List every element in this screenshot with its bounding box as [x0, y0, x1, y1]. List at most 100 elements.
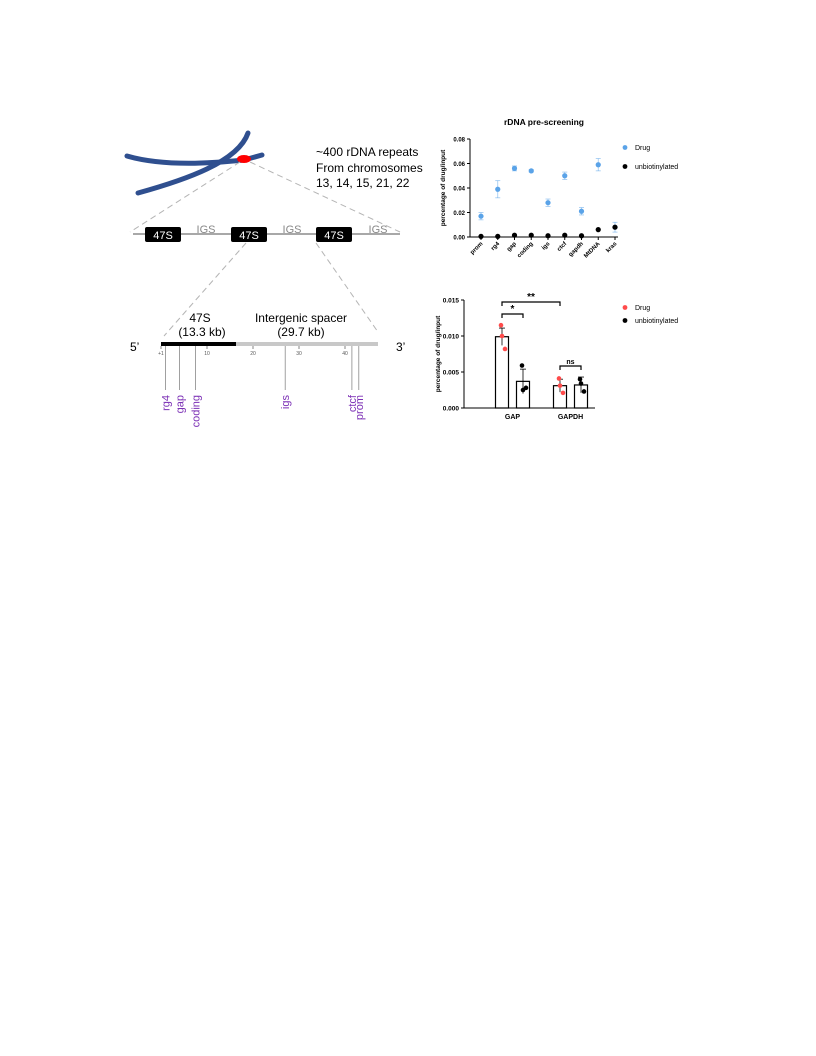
scale-tick-label: 10 — [204, 351, 210, 357]
point-unbiotinylated-rg4 — [495, 233, 501, 239]
legend-marker-Drug — [622, 305, 628, 310]
replicate-point-GAP-Drug — [502, 346, 508, 352]
x-tick-label-kras: kras — [605, 241, 618, 254]
primer-label-ctcf: ctcf — [347, 394, 359, 412]
legend-label-unbiotinylated: unbiotinylated — [635, 318, 678, 325]
igs-label-2: IGS — [283, 224, 302, 236]
replicate-point-GAPDH-unbiotinylated — [578, 381, 584, 386]
point-unbiotinylated-ctcf — [562, 232, 568, 238]
repeats-line-2: From chromosomes — [316, 160, 423, 175]
point-Drug-gap — [511, 165, 518, 171]
primer-label-igs: igs — [280, 395, 292, 410]
igs-label-3: IGS — [369, 224, 388, 236]
47s-unit-label-1: 47S — [153, 230, 173, 242]
replicate-point-GAPDH-unbiotinylated — [577, 376, 583, 382]
region-igs-size: (29.7 kb) — [277, 325, 324, 339]
replicate-point-GAP-Drug — [499, 333, 505, 339]
y-axis-label: percentage of drug/input — [440, 149, 447, 226]
y-tick-label: 0.04 — [453, 187, 465, 193]
repeats-line-1: ~400 rDNA repeats — [316, 145, 419, 159]
region-47s-name: 47S — [189, 311, 210, 325]
point-Drug-prom — [478, 213, 484, 219]
point-Drug-gapdh — [578, 208, 585, 214]
legend-label-unbiotinylated: unbiotinylated — [635, 164, 678, 171]
primer-label-coding: coding — [191, 395, 203, 427]
legend-marker-unbiotinylated — [622, 164, 628, 169]
scale-tick-label: 30 — [296, 351, 302, 357]
x-tick-label-GAP: GAP — [505, 414, 521, 421]
x-tick-label-igs: igs — [541, 241, 552, 252]
sig-gap-vs-gapdh-bracket — [501, 301, 561, 306]
point-unbiotinylated-gap — [511, 232, 518, 238]
replicate-point-GAP-unbiotinylated — [519, 363, 525, 368]
region-igs-name: Intergenic spacer — [255, 311, 347, 325]
x-tick-label-gap: gap — [506, 241, 518, 253]
legend-label-Drug: Drug — [635, 305, 650, 312]
point-Drug-rg4 — [495, 186, 501, 192]
legend-label-Drug: Drug — [635, 145, 650, 152]
point-unbiotinylated-coding — [528, 232, 534, 238]
y-tick-label: 0.06 — [453, 162, 465, 168]
five-prime-label: 5’ — [130, 340, 139, 354]
sig-gap-drug-vs-unbiot-label: * — [511, 304, 515, 315]
kb-scale: +1 10 20 30 40 — [158, 346, 348, 357]
replicate-point-GAPDH-unbiotinylated — [581, 389, 587, 394]
zoom-line-right — [249, 161, 401, 233]
point-unbiotinylated-prom — [478, 233, 484, 239]
x-tick-label-GAPDH: GAPDH — [558, 414, 583, 421]
scale-tick-label: +1 — [158, 351, 164, 357]
point-Drug-coding — [528, 168, 534, 174]
replicate-point-GAPDH-Drug — [556, 376, 562, 381]
sig-gapdh-drug-vs-unbiot-bracket — [559, 365, 582, 370]
point-Drug-igs — [545, 200, 551, 206]
replicate-point-GAP-Drug — [498, 322, 504, 328]
replicate-point-GAPDH-Drug — [557, 383, 563, 388]
sig-gap-drug-vs-unbiot-bracket — [501, 313, 524, 318]
legend-marker-Drug — [622, 145, 628, 150]
rdna-prescreening-chart: rDNA pre-screening 0.00 0.02 0.04 0.06 0.08 pe… — [440, 117, 678, 260]
y-tick-label: 0.000 — [443, 406, 460, 413]
three-prime-label: 3’ — [396, 340, 405, 354]
point-Drug-ctcf — [562, 173, 568, 179]
y-tick-label: 0.015 — [443, 298, 460, 305]
primer-label-gap: gap — [174, 395, 186, 413]
x-tick-label-MtDNA: MtDNA — [583, 241, 602, 260]
point-Drug-MtDNA — [595, 162, 601, 168]
47s-unit-label-3: 47S — [324, 230, 344, 242]
47s-unit-label-2: 47S — [239, 230, 259, 242]
x-tick-label-prom: prom — [470, 241, 485, 256]
point-unbiotinylated-igs — [545, 233, 551, 239]
zoom-line-right-2 — [315, 242, 379, 333]
legend-marker-unbiotinylated — [622, 318, 628, 323]
scale-tick-label: 20 — [250, 351, 256, 357]
y-tick-label: 0.08 — [453, 138, 465, 144]
y-tick-label: 0.02 — [453, 211, 465, 217]
scale-tick-label: 40 — [342, 351, 348, 357]
sig-gapdh-drug-vs-unbiot-label: ns — [566, 359, 574, 366]
replicate-point-GAPDH-Drug — [560, 390, 566, 396]
47s-unit-box-1 — [145, 227, 181, 242]
igs-label-1: IGS — [197, 224, 216, 236]
region-47s-size: (13.3 kb) — [178, 325, 225, 339]
primer-label-prom: prom — [354, 395, 366, 420]
point-unbiotinylated-kras — [612, 224, 618, 230]
x-tick-label-rg4: rg4 — [490, 241, 501, 252]
47s-unit-box-2 — [231, 227, 267, 242]
chromosome-strand-2 — [135, 130, 251, 196]
sig-gap-vs-gapdh-label: ** — [527, 292, 535, 303]
y-tick-label: 0.00 — [453, 236, 465, 242]
rdna-locus-marker — [237, 155, 251, 163]
zoom-line-left-2 — [163, 242, 247, 337]
primer-label-rg4: rg4 — [161, 395, 173, 411]
chart-title: rDNA pre-screening — [504, 117, 584, 127]
zoom-line-left — [129, 161, 241, 233]
repeats-line-3: 13, 14, 15, 21, 22 — [316, 176, 410, 190]
y-tick-label: 0.005 — [443, 370, 460, 377]
y-axis-label: percentage of drug/input — [435, 315, 442, 392]
point-unbiotinylated-MtDNA — [595, 227, 601, 233]
point-unbiotinylated-gapdh — [578, 233, 585, 239]
47s-unit-box-3 — [316, 227, 352, 242]
